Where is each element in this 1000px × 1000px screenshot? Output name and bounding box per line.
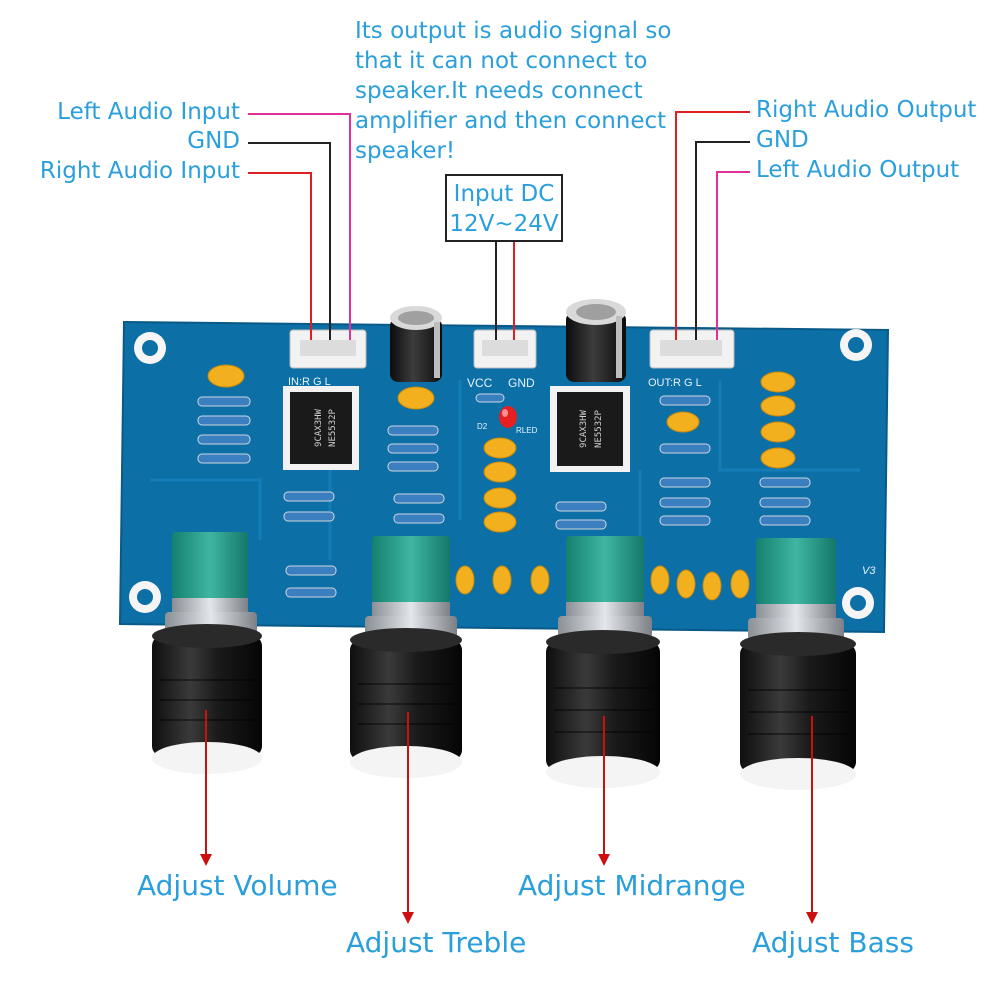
chip-model-label: NE5532P bbox=[594, 409, 604, 448]
knob-ridges bbox=[160, 679, 848, 735]
input-gnd-label: GND bbox=[187, 128, 240, 154]
opamp-chip-left: 9CAX3HW NE5532P bbox=[283, 386, 359, 470]
knob-treble[interactable] bbox=[350, 602, 462, 778]
dc-connector bbox=[473, 329, 537, 369]
potentiometer-midrange bbox=[566, 536, 644, 602]
version-silkscreen: V3 bbox=[862, 565, 876, 577]
mounting-hole-icon bbox=[842, 587, 874, 619]
dc-input-title: Input DC bbox=[453, 181, 555, 207]
electrolytic-capacitor bbox=[390, 306, 442, 382]
knob-bass[interactable] bbox=[740, 604, 856, 790]
output-wires bbox=[675, 111, 750, 340]
gnd-silkscreen: GND bbox=[508, 376, 535, 390]
ceramic-capacitors bbox=[207, 364, 796, 601]
adjust-midrange-label: Adjust Midrange bbox=[518, 869, 746, 902]
dc-wires bbox=[495, 242, 515, 340]
chip-code-label: 9CAX3HW bbox=[314, 408, 324, 447]
resistor-bank bbox=[197, 393, 811, 598]
electrolytic-capacitor bbox=[566, 299, 626, 382]
input-connector bbox=[289, 329, 367, 369]
note-line: speaker.It needs connect bbox=[355, 78, 643, 104]
d2-silkscreen: D2 bbox=[477, 422, 488, 431]
dc-input-box: Input DC 12V~24V bbox=[445, 174, 563, 242]
adjust-bass-label: Adjust Bass bbox=[752, 926, 914, 959]
note-line: amplifier and then connect bbox=[355, 108, 667, 134]
knob-volume[interactable] bbox=[152, 598, 262, 774]
knob-midrange[interactable] bbox=[546, 602, 660, 788]
mounting-hole-icon bbox=[134, 332, 166, 364]
potentiometer-bass bbox=[756, 538, 836, 604]
rled-silkscreen: RLED bbox=[516, 426, 538, 435]
right-audio-output-label: Right Audio Output bbox=[756, 97, 977, 123]
mounting-hole-icon bbox=[129, 581, 161, 613]
potentiometer-treble bbox=[372, 536, 450, 602]
left-audio-input-label: Left Audio Input bbox=[57, 99, 240, 125]
chip-model-label: NE5532P bbox=[328, 408, 338, 447]
vcc-silkscreen: VCC bbox=[467, 376, 493, 390]
opamp-chip-right: 9CAX3HW NE5532P bbox=[550, 386, 630, 472]
out-header-silkscreen: OUT:R G L bbox=[648, 377, 702, 389]
red-led-icon bbox=[499, 406, 517, 428]
adjust-volume-label: Adjust Volume bbox=[137, 869, 338, 902]
in-header-silkscreen: IN:R G L bbox=[288, 376, 331, 388]
knob-arrows bbox=[200, 710, 818, 924]
potentiometer-volume bbox=[172, 532, 248, 598]
note-line: speaker! bbox=[355, 138, 456, 164]
mounting-hole-icon bbox=[840, 329, 872, 361]
note-line: that it can not connect to bbox=[355, 48, 648, 74]
chip-code-label: 9CAX3HW bbox=[579, 409, 589, 448]
adjust-treble-label: Adjust Treble bbox=[346, 926, 527, 959]
note-line: Its output is audio signal so bbox=[355, 18, 672, 44]
right-audio-input-label: Right Audio Input bbox=[39, 158, 240, 184]
output-gnd-label: GND bbox=[756, 127, 809, 153]
dc-input-range: 12V~24V bbox=[449, 211, 559, 237]
output-connector bbox=[649, 329, 735, 369]
left-audio-output-label: Left Audio Output bbox=[756, 157, 960, 183]
output-warning-note: Its output is audio signal so that it ca… bbox=[355, 16, 685, 166]
input-wires bbox=[248, 113, 351, 340]
